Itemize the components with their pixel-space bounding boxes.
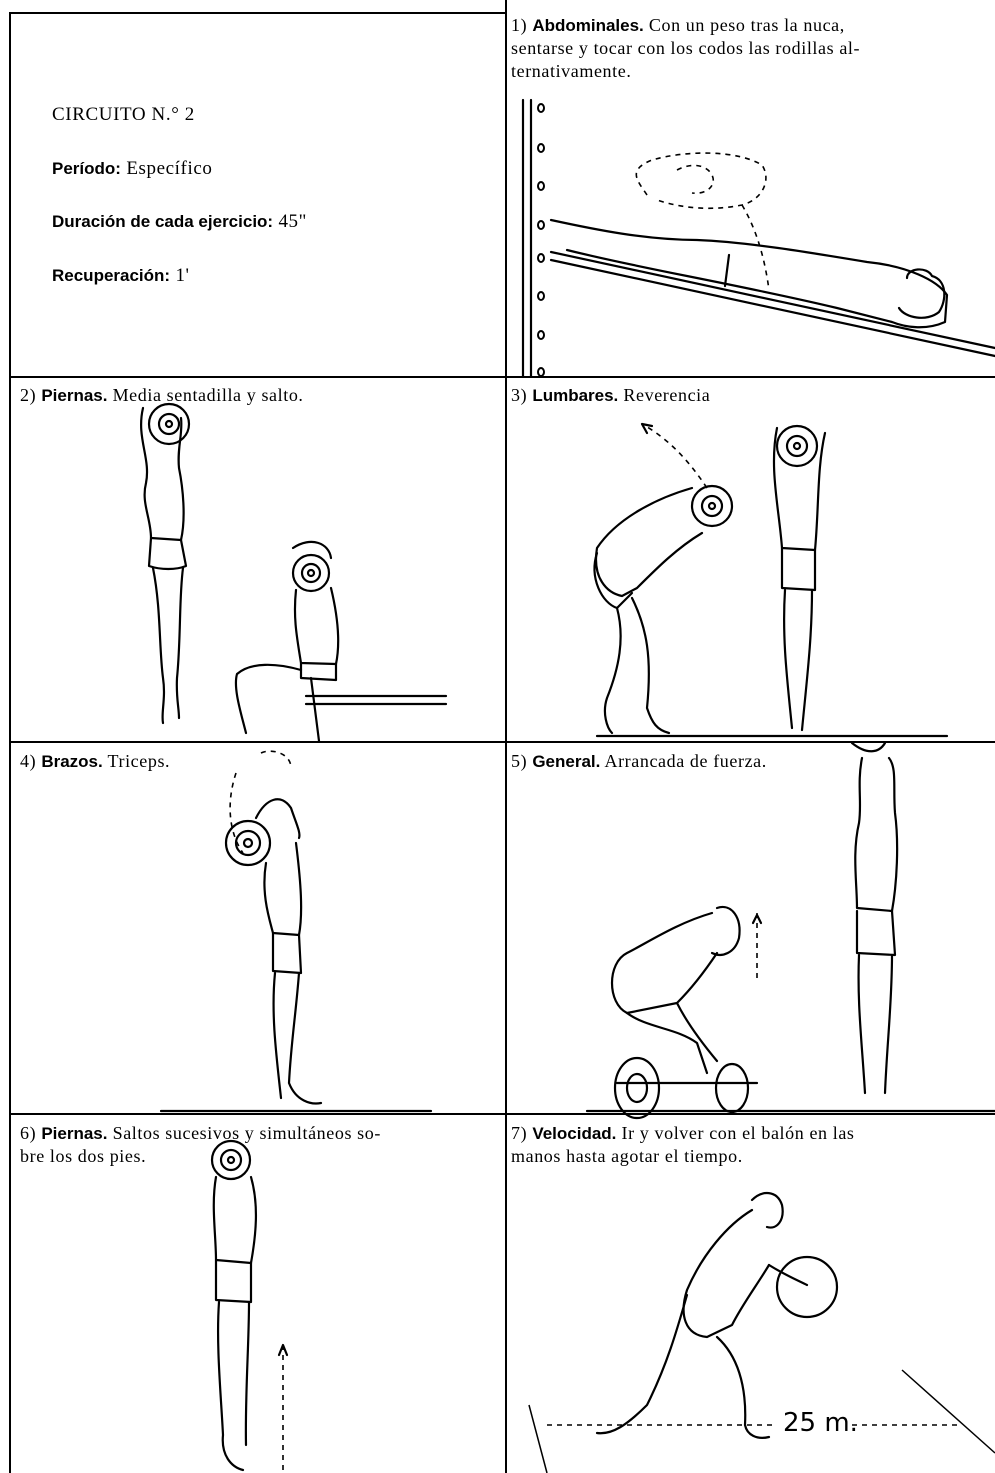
exercise-1-line-1: 1) Abdominales. Con un peso tras la nuca… <box>511 14 995 37</box>
period-label: Período: <box>52 159 121 178</box>
exercise-2-figure <box>11 378 505 741</box>
exercise-1-number: 1) <box>511 15 527 35</box>
exercise-4-figure <box>11 743 505 1113</box>
exercise-6-figure <box>11 1115 505 1473</box>
exercise-1-text-1: Con un peso tras la nuca, <box>649 15 845 35</box>
recovery-label: Recuperación: <box>52 266 170 285</box>
duration-label: Duración de cada ejercicio: <box>52 212 273 231</box>
duration-value: 45" <box>278 211 307 232</box>
circuit-title: CIRCUITO N.° 2 <box>52 104 195 126</box>
exercise-1-text-2: sentarse y tocar con los codos las rodil… <box>511 37 995 60</box>
recovery-line: Recuperación: 1' <box>52 265 190 287</box>
exercise-1-caption: 1) Abdominales. Con un peso tras la nuca… <box>511 14 995 83</box>
distance-label: 25 m. <box>783 1408 858 1438</box>
period-value: Específico <box>126 158 212 179</box>
exercise-3-figure <box>507 378 995 741</box>
period-line: Período: Específico <box>52 158 213 180</box>
exercise-5-figure <box>507 743 995 1113</box>
exercise-1-text-3: ternativamente. <box>511 60 995 83</box>
exercise-1-figure <box>507 90 995 376</box>
exercise-7-figure <box>507 1115 995 1473</box>
exercise-1-name: Abdominales. <box>532 16 643 35</box>
duration-line: Duración de cada ejercicio: 45" <box>52 211 307 233</box>
recovery-value: 1' <box>175 265 189 286</box>
circuit-info-panel <box>11 14 505 376</box>
